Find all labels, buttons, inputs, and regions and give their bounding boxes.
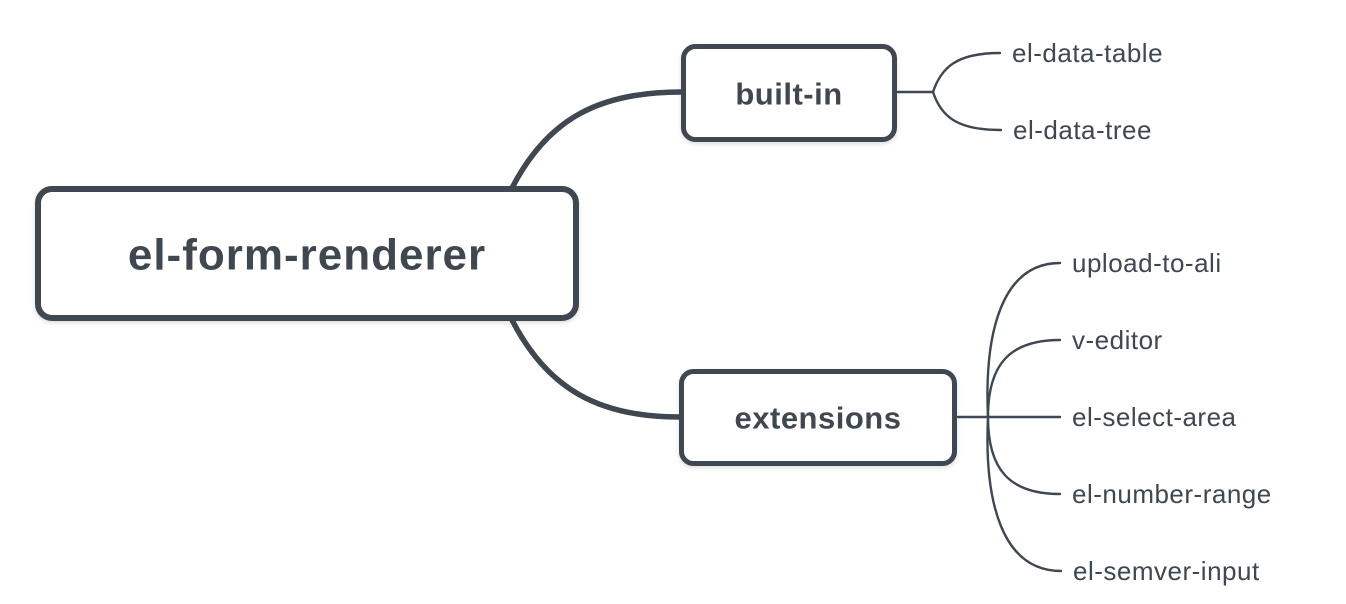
leaf-connector-el-semver-input — [986, 415, 1063, 573]
leaf-label-el-number-range: el-number-range — [1072, 479, 1272, 509]
leaf-label-el-data-tree: el-data-tree — [1013, 115, 1152, 145]
leaf-connector-v-editor — [986, 338, 1062, 419]
leaf-label-el-semver-input: el-semver-input — [1073, 556, 1260, 586]
leaf-label-v-editor: v-editor — [1072, 325, 1163, 355]
branch-node-built-in-box — [681, 44, 897, 142]
branch-node-built-in-label: built-in — [735, 77, 842, 112]
branch-node-extensions-label: extensions — [735, 401, 902, 436]
leaf-connector-el-data-table — [931, 51, 1002, 94]
leaf-label-el-data-table: el-data-table — [1012, 38, 1163, 68]
root-node-label: el-form-renderer — [128, 231, 486, 280]
leaf-label-el-select-area: el-select-area — [1072, 402, 1237, 432]
leaf-label-upload-to-ali: upload-to-ali — [1072, 248, 1222, 278]
branch-node-extensions-box — [679, 369, 957, 466]
leaf-connector-el-data-tree — [931, 90, 1003, 132]
branch-connector-built-in — [509, 89, 684, 191]
root-node-box — [35, 186, 579, 321]
leaf-connector-upload-to-ali — [986, 261, 1062, 419]
leaf-connector-el-number-range — [986, 415, 1062, 496]
branch-connector-extensions — [509, 317, 682, 420]
